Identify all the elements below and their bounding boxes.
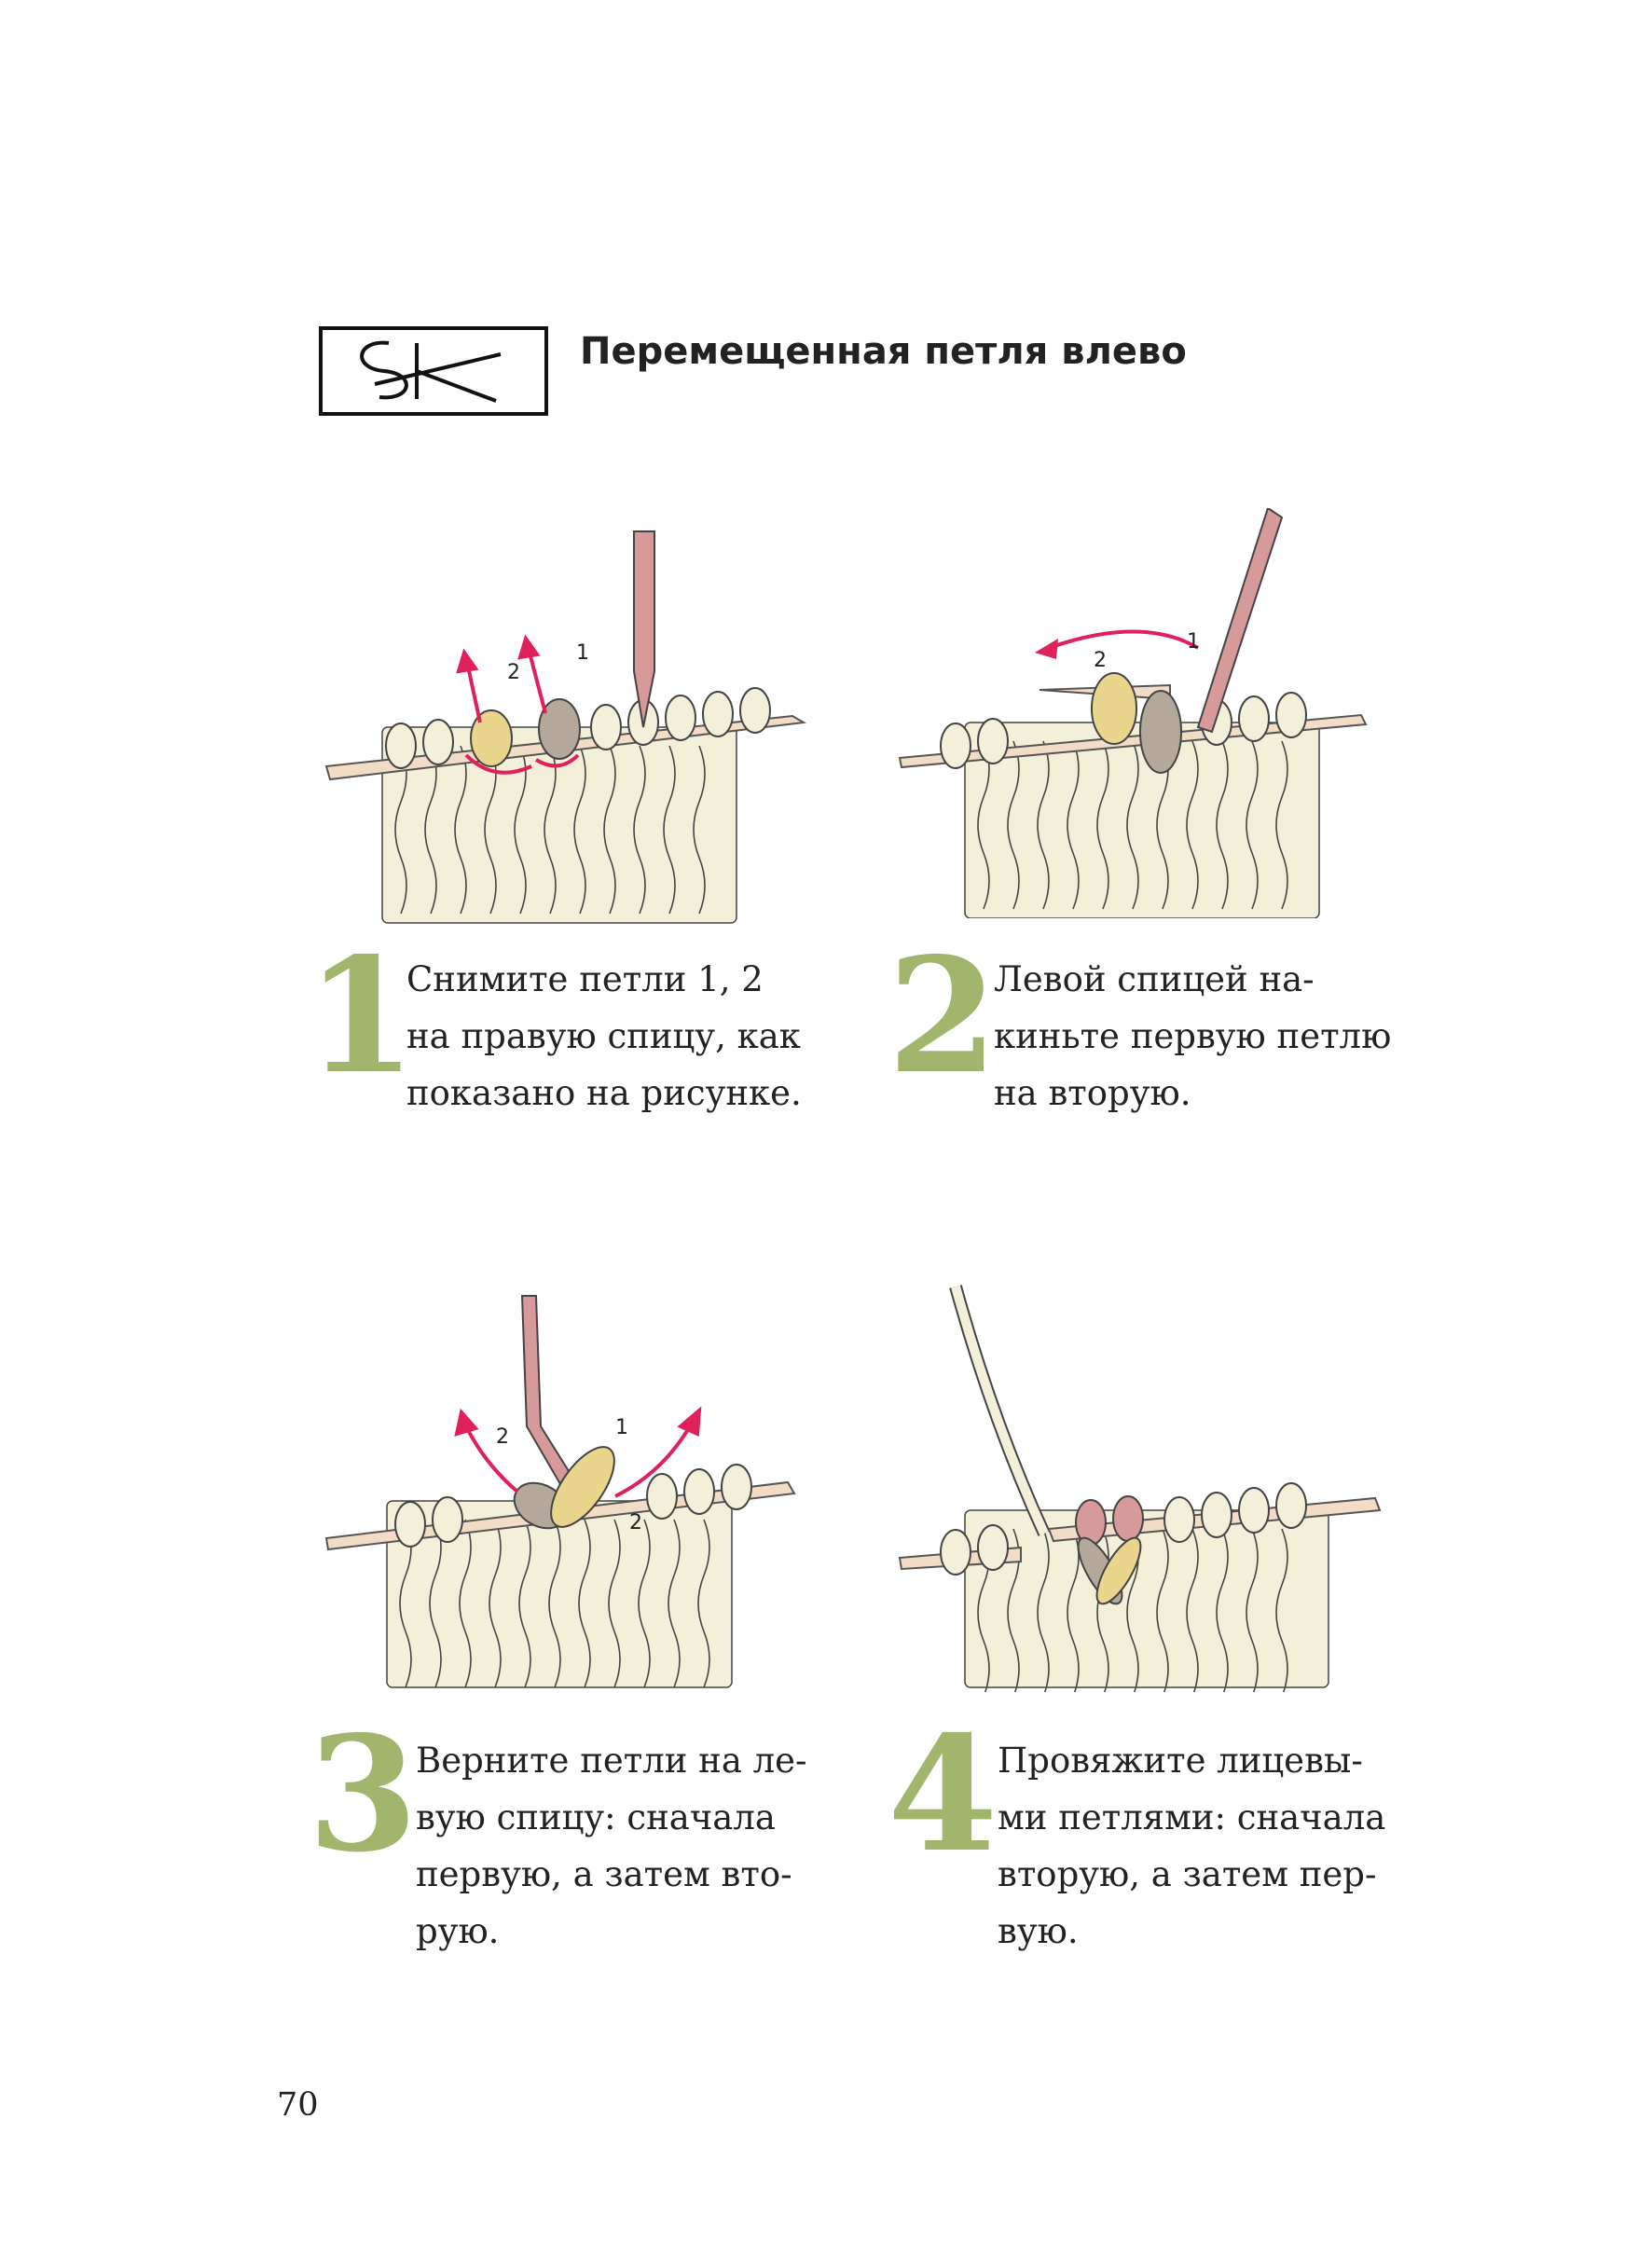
step-3-text: Верните петли на ле- вую спицу: сначала … <box>416 1732 826 1960</box>
knitting-illustration-step-1: 2 1 <box>324 530 807 924</box>
right-needle <box>633 530 655 728</box>
loop-1-taupe <box>538 698 581 760</box>
step-4-line: Провяжите лицевы- <box>998 1741 1363 1781</box>
knitted-fabric <box>964 1509 1329 1692</box>
step-4-line: вторую, а затем пер- <box>998 1854 1377 1894</box>
loop-yellow <box>1095 1536 1142 1605</box>
loop-label-1: 1 <box>1187 630 1200 654</box>
new-loop-pink-1 <box>1075 1499 1107 1546</box>
loop-label-2: 2 <box>1094 649 1107 672</box>
step-4-line: ми петлями: сначала <box>998 1797 1386 1837</box>
step-1-line: показано на рисунке. <box>406 1073 802 1113</box>
arrow-left-icon <box>1048 629 1200 650</box>
step-1-text: Снимите петли 1, 2 на правую спицу, как … <box>406 951 817 1122</box>
loop-1-taupe <box>1139 690 1182 774</box>
loop-label-2b: 2 <box>629 1511 642 1534</box>
step-number-3: 3 <box>308 1701 419 1888</box>
step-1-line: на правую спицу, как <box>406 1016 801 1056</box>
page-number: 70 <box>277 2086 319 2124</box>
step-2-line: на вторую. <box>994 1073 1191 1113</box>
knitted-fabric <box>386 1500 733 1688</box>
step-2-line: киньте первую петлю <box>994 1016 1392 1056</box>
arrow-up-icon <box>456 634 547 723</box>
right-needle <box>1196 508 1284 734</box>
step-2-line: Левой спицей на- <box>994 959 1315 999</box>
step-4-text: Провяжите лицевы- ми петлями: сначала вт… <box>998 1732 1408 1960</box>
step-3-line: первую, а затем вто- <box>416 1854 792 1894</box>
loop-label-1: 1 <box>615 1416 628 1439</box>
knitting-illustration-step-2: 2 1 <box>898 508 1368 918</box>
loop-2-yellow <box>470 709 513 767</box>
step-number-2: 2 <box>888 923 998 1109</box>
knitting-illustration-step-3: 2 1 2 <box>324 1295 796 1688</box>
loop-label-2: 2 <box>496 1425 509 1449</box>
cross-stitch-left-symbol-icon <box>319 326 548 416</box>
step-3-line: Верните петли на ле- <box>416 1741 807 1781</box>
loop-label-2: 2 <box>507 661 520 684</box>
step-number-1: 1 <box>306 923 417 1109</box>
page-title: Перемещенная петля влево <box>580 330 1187 373</box>
knitted-fabric <box>964 722 1320 918</box>
loop-label-1: 1 <box>576 641 589 665</box>
knitted-fabric <box>381 726 737 924</box>
step-4-line: вую. <box>998 1911 1079 1951</box>
step-3-line: вую спицу: сначала <box>416 1797 776 1837</box>
knitting-illustration-step-4 <box>898 1285 1382 1692</box>
step-2-text: Левой спицей на- киньте первую петлю на … <box>994 951 1404 1122</box>
step-1-line: Снимите петли 1, 2 <box>406 959 764 999</box>
loop-2-yellow <box>1091 672 1137 745</box>
step-3-line: рую. <box>416 1911 500 1951</box>
new-loop-pink-2 <box>1112 1495 1144 1542</box>
step-number-4: 4 <box>888 1701 998 1888</box>
loop-1-yellow <box>550 1446 615 1528</box>
